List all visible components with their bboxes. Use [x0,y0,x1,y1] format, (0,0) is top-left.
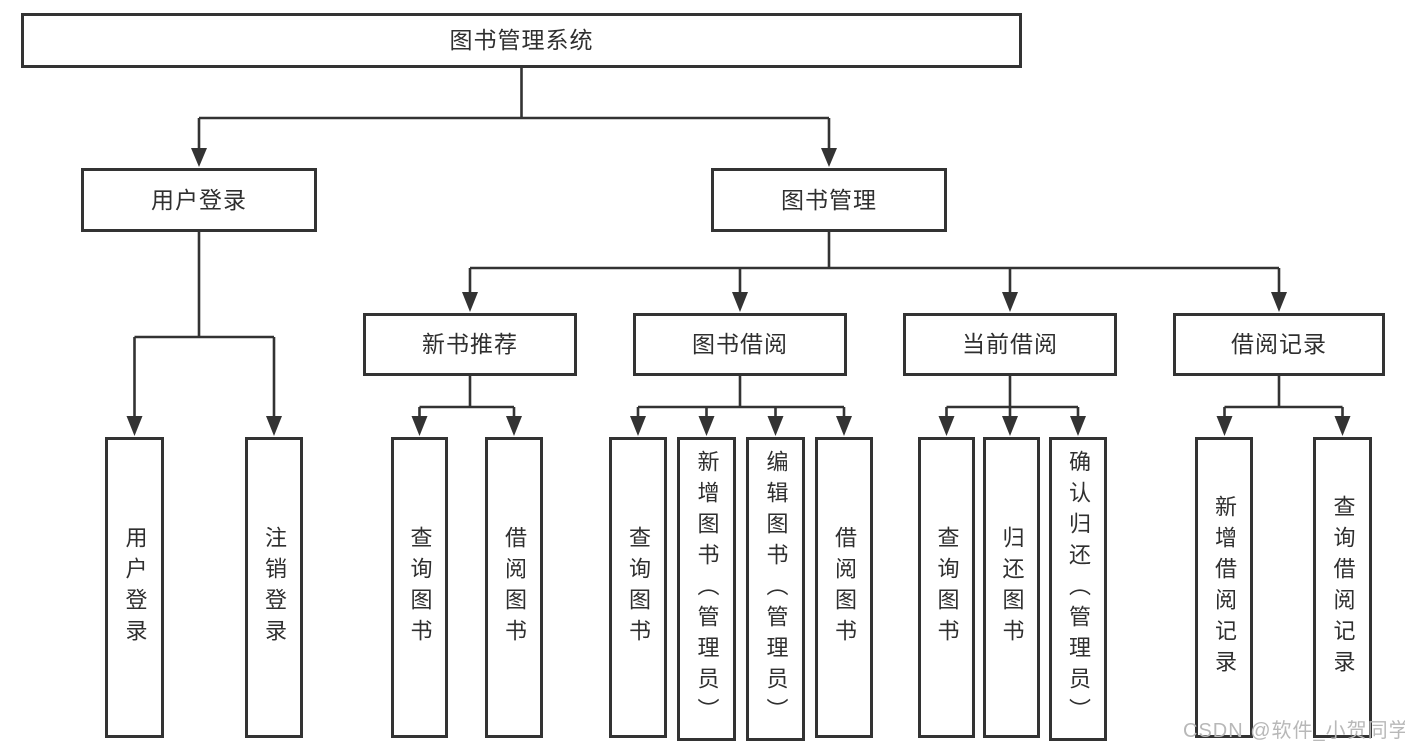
watermark: CSDN @软件_小贺同学 [1183,720,1405,742]
connector-book-mgmt-to-level3 [468,232,1281,294]
arrow-down-icon [126,416,143,436]
arrow-down-icon [1334,416,1351,436]
leaf-cb-return-books: 归还图书 [983,437,1040,738]
arrow-down-icon [767,416,784,436]
connector-new-book-to-leaves [418,376,516,418]
leaf-nb-query-books: 查询图书 [391,437,448,738]
node-book-management: 图书管理 [711,168,947,232]
connector-borrow-records-to-leaves [1223,376,1344,418]
leaf-br-query-record: 查询借阅记录 [1313,437,1372,738]
leaf-bb-add-book-admin: 新增图书（管理员） [677,437,736,741]
node-borrow-records: 借阅记录 [1173,313,1385,376]
leaf-logout: 注销登录 [245,437,303,738]
arrow-down-icon [1216,416,1233,436]
arrow-down-icon [462,292,478,312]
arrow-down-icon [938,416,955,436]
arrow-down-icon [411,416,428,436]
leaf-br-add-record: 新增借阅记录 [1195,437,1253,738]
leaf-bb-edit-book-admin: 编辑图书（管理员） [746,437,805,741]
arrow-down-icon [191,148,207,167]
leaf-cb-query-books: 查询图书 [918,437,975,738]
leaf-nb-borrow-books: 借阅图书 [485,437,543,738]
node-new-book-recommend: 新书推荐 [363,313,577,376]
leaf-bb-query-books: 查询图书 [609,437,667,738]
connector-current-borrow-to-leaves [945,376,1080,418]
arrow-down-icon [1271,292,1287,312]
arrow-down-icon [506,416,522,436]
arrow-down-icon [630,416,646,436]
leaf-user-login: 用户登录 [105,437,164,738]
node-user-login: 用户登录 [81,168,317,232]
connector-root-to-level2 [197,68,831,149]
arrow-down-icon [266,416,282,436]
arrow-down-icon [836,416,852,436]
connector-user-login-to-leaves [133,232,276,418]
arrow-down-icon [732,292,748,312]
arrowheads [126,148,1351,436]
node-library-system: 图书管理系统 [21,13,1022,68]
connector-book-borrow-to-leaves [636,376,846,418]
arrow-down-icon [821,148,837,167]
node-current-borrow: 当前借阅 [903,313,1117,376]
leaf-bb-borrow-books: 借阅图书 [815,437,873,738]
arrow-down-icon [1002,292,1018,312]
leaf-cb-confirm-return-admin: 确认归还（管理员） [1049,437,1107,741]
arrow-down-icon [1070,416,1086,436]
arrow-down-icon [698,416,715,436]
arrow-down-icon [1002,416,1018,436]
node-book-borrow: 图书借阅 [633,313,847,376]
